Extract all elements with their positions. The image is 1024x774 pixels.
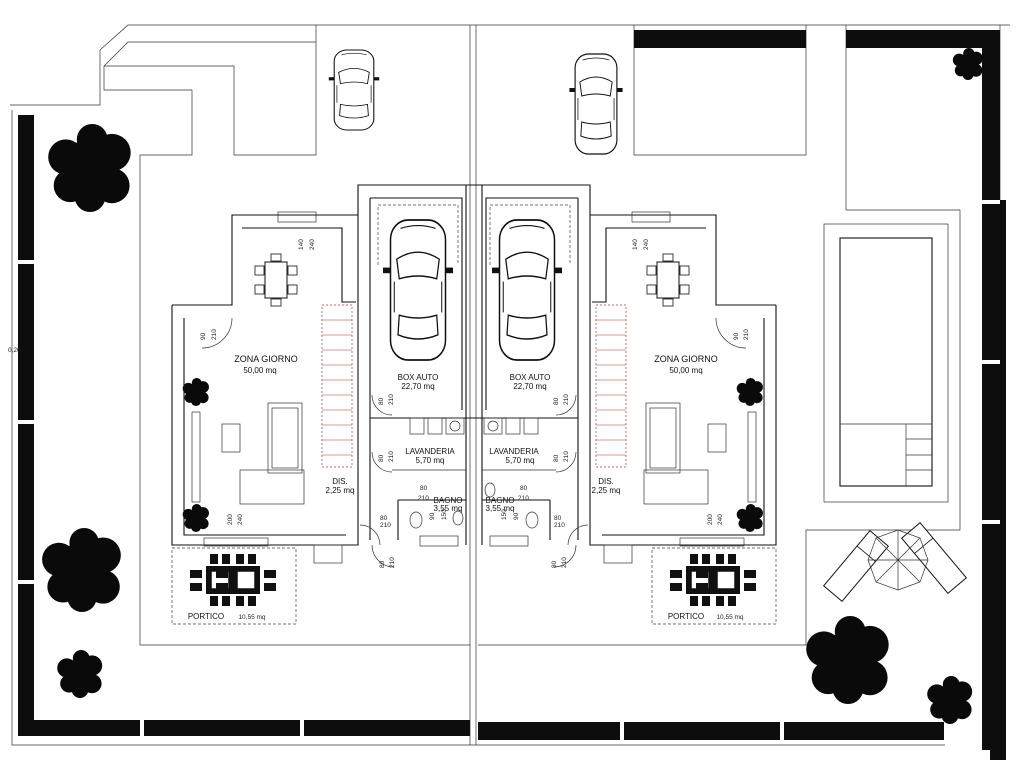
dim-label: 210 [554, 522, 565, 529]
hedges [18, 30, 1006, 760]
dim-label: 210 [211, 329, 218, 340]
room-area-box-auto-right: 22,70 mq [513, 382, 546, 391]
right-unit-labels: ZONA GIORNO 50,00 mq BOX AUTO 22,70 mq L… [486, 354, 744, 621]
room-name-zona-giorno-left: ZONA GIORNO [234, 354, 298, 364]
dim-label: 210 [518, 495, 529, 502]
dim-label: 80 [520, 485, 528, 492]
room-name-box-auto-left: BOX AUTO [398, 373, 439, 382]
dim-label: 80 [554, 515, 562, 522]
left-unit-labels: ZONA GIORNO 50,00 mq BOX AUTO 22,70 mq L… [188, 354, 463, 621]
room-area-portico-left: 10,55 mq [238, 614, 265, 621]
room-name-bagno-left: BAGNO [434, 496, 463, 505]
room-name-bagno-right: BAGNO [486, 496, 515, 505]
dining-table-icon [254, 253, 690, 307]
dim-label: 210 [563, 451, 570, 462]
dim-label: 140 [632, 239, 639, 250]
sofa-icon [191, 402, 757, 505]
dim-label: 90 [200, 332, 207, 340]
building-walls [171, 184, 777, 564]
dim-label: 200 [227, 514, 234, 525]
pool-icon [823, 223, 949, 503]
dim-label: 150 [441, 509, 448, 520]
portico-areas [171, 547, 777, 625]
fixtures [409, 417, 539, 529]
dim-label: 80 [380, 515, 388, 522]
dim-label: 80 [551, 560, 558, 568]
room-area-bagno-left: 3,55 mq [434, 504, 463, 513]
dim-label: 240 [309, 239, 316, 250]
dim-label: 240 [643, 239, 650, 250]
dim-label: 240 [237, 514, 244, 525]
dim-label: 90 [513, 512, 520, 520]
room-name-zona-giorno-right: ZONA GIORNO [654, 354, 718, 364]
dim-label: 80 [553, 454, 560, 462]
door-swings [201, 317, 747, 568]
site-outline [10, 24, 1010, 746]
dim-label: 210 [388, 394, 395, 405]
stairs [321, 304, 627, 468]
car-icon [382, 219, 563, 361]
dim-label: 210 [389, 557, 396, 568]
sunbed-icon [822, 522, 968, 602]
garage-doors [377, 204, 571, 265]
room-name-dis-right: DIS. [598, 477, 614, 486]
dim-label: 0,20 [8, 347, 21, 354]
dim-label: 80 [378, 397, 385, 405]
room-area-lavanderia-left: 5,70 mq [416, 456, 445, 465]
dim-label: 210 [388, 451, 395, 462]
dim-label: 80 [378, 454, 385, 462]
room-area-zona-giorno-right: 50,00 mq [669, 366, 702, 375]
room-area-lavanderia-right: 5,70 mq [506, 456, 535, 465]
dim-label: 80 [379, 560, 386, 568]
room-name-dis-left: DIS. [332, 477, 348, 486]
room-area-dis-left: 2,25 mq [326, 486, 355, 495]
dim-label: 140 [298, 239, 305, 250]
room-name-portico-left: PORTICO [188, 612, 224, 621]
dim-label: 210 [743, 329, 750, 340]
dim-label: 90 [429, 512, 436, 520]
dim-label: 90 [733, 332, 740, 340]
room-area-box-auto-left: 22,70 mq [401, 382, 434, 391]
dim-label: 210 [563, 394, 570, 405]
dim-label: 80 [553, 397, 560, 405]
dim-label: 200 [707, 514, 714, 525]
dim-label: 210 [380, 522, 391, 529]
room-name-portico-right: PORTICO [668, 612, 704, 621]
room-name-lavanderia-left: LAVANDERIA [405, 447, 455, 456]
dim-label: 210 [418, 495, 429, 502]
dim-label: 150 [501, 509, 508, 520]
room-area-zona-giorno-left: 50,00 mq [243, 366, 276, 375]
dimension-labels: 140 240 140 240 90 210 90 210 80 210 80 … [8, 239, 750, 568]
room-name-lavanderia-right: LAVANDERIA [489, 447, 539, 456]
dim-label: 240 [717, 514, 724, 525]
dim-label: 210 [561, 557, 568, 568]
room-area-dis-right: 2,25 mq [592, 486, 621, 495]
room-name-box-auto-right: BOX AUTO [510, 373, 551, 382]
umbrella-icon [867, 529, 929, 591]
room-area-portico-right: 10,55 mq [716, 614, 743, 621]
room-area-bagno-right: 3,55 mq [486, 504, 515, 513]
dim-label: 80 [420, 485, 428, 492]
